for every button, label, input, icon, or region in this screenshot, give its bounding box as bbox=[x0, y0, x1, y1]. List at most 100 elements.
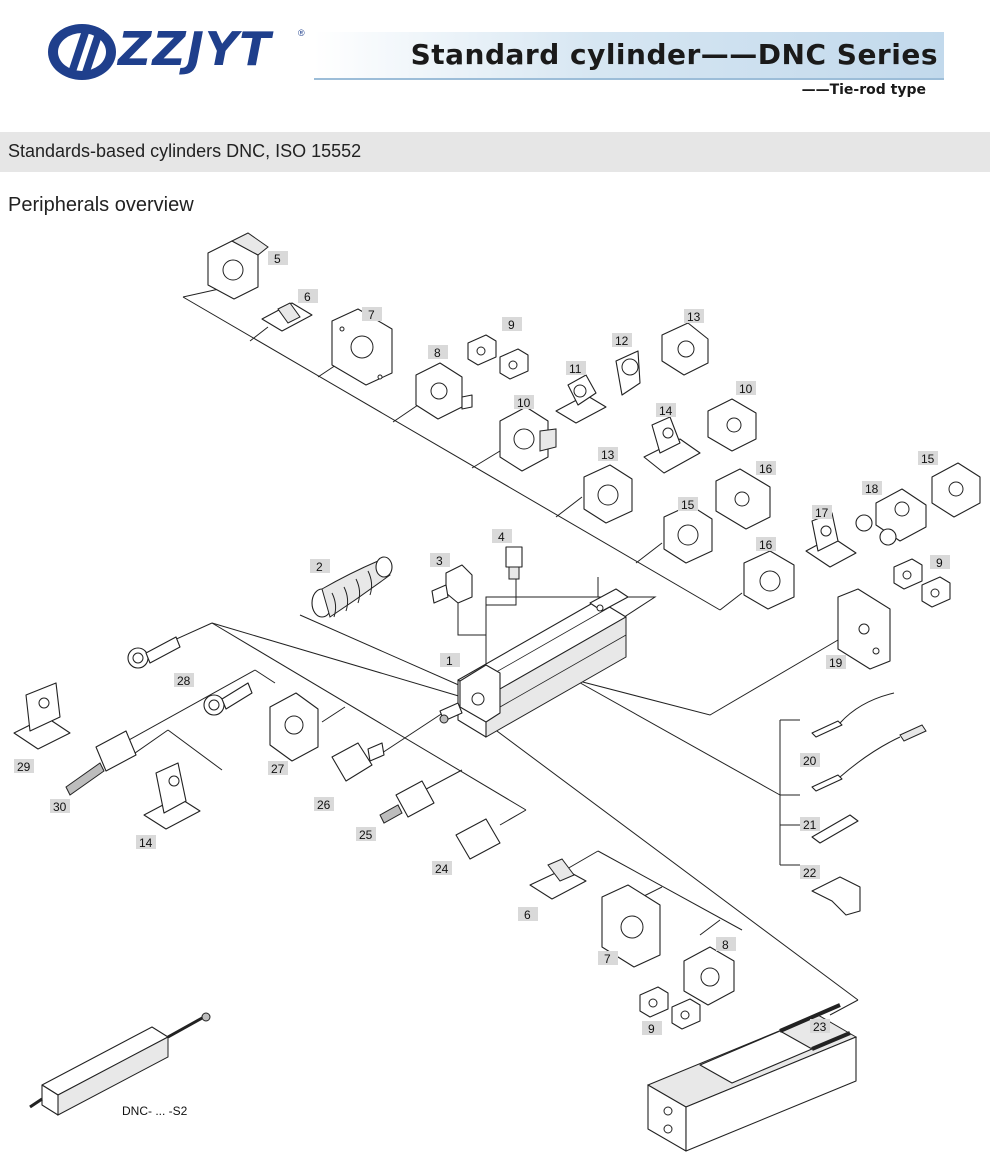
part-16-flange bbox=[743, 550, 795, 610]
svg-text:10: 10 bbox=[739, 382, 753, 396]
callout-10: 10 bbox=[736, 381, 756, 396]
svg-text:24: 24 bbox=[435, 862, 449, 876]
part-4-fitting bbox=[505, 546, 523, 580]
part-19-mount bbox=[837, 588, 891, 670]
callout-15: 15 bbox=[918, 451, 938, 466]
part-13-flange bbox=[583, 464, 633, 524]
part-23-guide-unit bbox=[646, 1003, 858, 1152]
leader-lines bbox=[119, 286, 859, 1016]
part-11-pivot-bracket bbox=[555, 374, 607, 424]
callout-17: 17 bbox=[812, 505, 832, 520]
svg-text:3: 3 bbox=[436, 554, 443, 568]
svg-text:2: 2 bbox=[316, 560, 323, 574]
part-8-flange bbox=[415, 362, 473, 420]
callout-14: 14 bbox=[656, 403, 676, 418]
svg-text:10: 10 bbox=[517, 396, 531, 410]
svg-text:14: 14 bbox=[139, 836, 153, 850]
peripherals-diagram: 1 2 3 4 5 6 7 8 9 10 10 11 12 13 13 14 1… bbox=[0, 225, 990, 1161]
svg-text:11: 11 bbox=[569, 362, 582, 376]
callout-21: 21 bbox=[800, 817, 820, 832]
svg-text:8: 8 bbox=[722, 938, 729, 952]
svg-text:17: 17 bbox=[815, 506, 829, 520]
part-15-clevis bbox=[931, 462, 981, 518]
part-27-plate bbox=[269, 692, 319, 762]
part-6-bracket bbox=[261, 302, 313, 332]
part-20-sensors bbox=[811, 692, 927, 792]
callout-9: 9 bbox=[642, 1021, 662, 1036]
svg-text:12: 12 bbox=[615, 334, 629, 348]
callout-13: 13 bbox=[598, 447, 618, 462]
svg-text:21: 21 bbox=[803, 818, 817, 832]
part-13-trunnion bbox=[661, 322, 709, 376]
svg-text:9: 9 bbox=[508, 318, 515, 332]
part-1-cylinder bbox=[439, 588, 629, 738]
section-title: Standards-based cylinders DNC, ISO 15552 bbox=[8, 141, 362, 161]
part-26-clevis bbox=[331, 742, 385, 782]
page-header: ZZJYT ® Standard cylinder——DNC Series ——… bbox=[0, 0, 990, 110]
part-30-rod-clevis bbox=[65, 730, 137, 796]
part-28-rod-eye bbox=[127, 636, 181, 669]
callout-8: 8 bbox=[428, 345, 448, 360]
part-9-blocks bbox=[467, 334, 529, 380]
callout-6: 6 bbox=[518, 907, 538, 922]
part-6-bracket-lower bbox=[529, 858, 587, 900]
callout-24: 24 bbox=[432, 861, 452, 876]
callout-12: 12 bbox=[612, 333, 632, 348]
variant-label: DNC- ... -S2 bbox=[122, 1104, 188, 1118]
part-14-upright bbox=[643, 416, 701, 474]
part-29-clevis-foot bbox=[13, 682, 71, 750]
svg-text:8: 8 bbox=[434, 346, 441, 360]
part-18-pivot bbox=[855, 488, 927, 546]
svg-text:27: 27 bbox=[271, 762, 285, 776]
section-bar: Standards-based cylinders DNC, ISO 15552 bbox=[0, 132, 990, 172]
callout-1: 1 bbox=[440, 653, 460, 668]
callout-9: 9 bbox=[502, 317, 522, 332]
svg-text:30: 30 bbox=[53, 800, 67, 814]
callout-10: 10 bbox=[514, 395, 534, 410]
svg-text:6: 6 bbox=[524, 908, 531, 922]
part-2-bellows bbox=[311, 556, 393, 618]
callout-11: 11 bbox=[566, 361, 586, 376]
callout-27: 27 bbox=[268, 761, 288, 776]
part-7-plate bbox=[331, 308, 393, 386]
svg-text:18: 18 bbox=[865, 482, 879, 496]
brand-name: ZZJYT bbox=[118, 22, 272, 76]
page-subtitle: ——Tie-rod type bbox=[801, 82, 926, 98]
callout-19: 19 bbox=[826, 655, 846, 670]
callout-18: 18 bbox=[862, 481, 882, 496]
callout-7: 7 bbox=[598, 951, 618, 966]
callout-29: 29 bbox=[14, 759, 34, 774]
title-band: Standard cylinder——DNC Series bbox=[314, 32, 944, 80]
overview-heading: Peripherals overview bbox=[8, 194, 194, 216]
svg-text:20: 20 bbox=[803, 754, 817, 768]
svg-text:14: 14 bbox=[659, 404, 673, 418]
svg-text:19: 19 bbox=[829, 656, 843, 670]
svg-text:23: 23 bbox=[813, 1020, 827, 1034]
callout-22: 22 bbox=[800, 865, 820, 880]
svg-text:9: 9 bbox=[936, 556, 943, 570]
callout-9: 9 bbox=[930, 555, 950, 570]
svg-text:9: 9 bbox=[648, 1022, 655, 1036]
part-21-slot-cover bbox=[811, 814, 859, 844]
part-17-bracket bbox=[805, 512, 857, 568]
svg-text:6: 6 bbox=[304, 290, 311, 304]
callout-7: 7 bbox=[362, 307, 382, 322]
svg-text:16: 16 bbox=[759, 538, 773, 552]
svg-text:25: 25 bbox=[359, 828, 373, 842]
svg-text:13: 13 bbox=[601, 448, 615, 462]
svg-text:29: 29 bbox=[17, 760, 31, 774]
callout-3: 3 bbox=[430, 553, 450, 568]
part-22-mounting-kit bbox=[811, 876, 861, 916]
callout-30: 30 bbox=[50, 799, 70, 814]
callout-6: 6 bbox=[298, 289, 318, 304]
part-15-flange bbox=[663, 504, 713, 564]
callout-13: 13 bbox=[684, 309, 704, 324]
part-9-blocks-right bbox=[893, 558, 951, 608]
svg-text:7: 7 bbox=[368, 308, 375, 322]
callout-28: 28 bbox=[174, 673, 194, 688]
brand-logo bbox=[46, 18, 316, 84]
brand-registered-mark: ® bbox=[298, 28, 305, 38]
svg-text:5: 5 bbox=[274, 252, 281, 266]
part-5-flange bbox=[207, 232, 269, 300]
callout-14: 14 bbox=[136, 835, 156, 850]
